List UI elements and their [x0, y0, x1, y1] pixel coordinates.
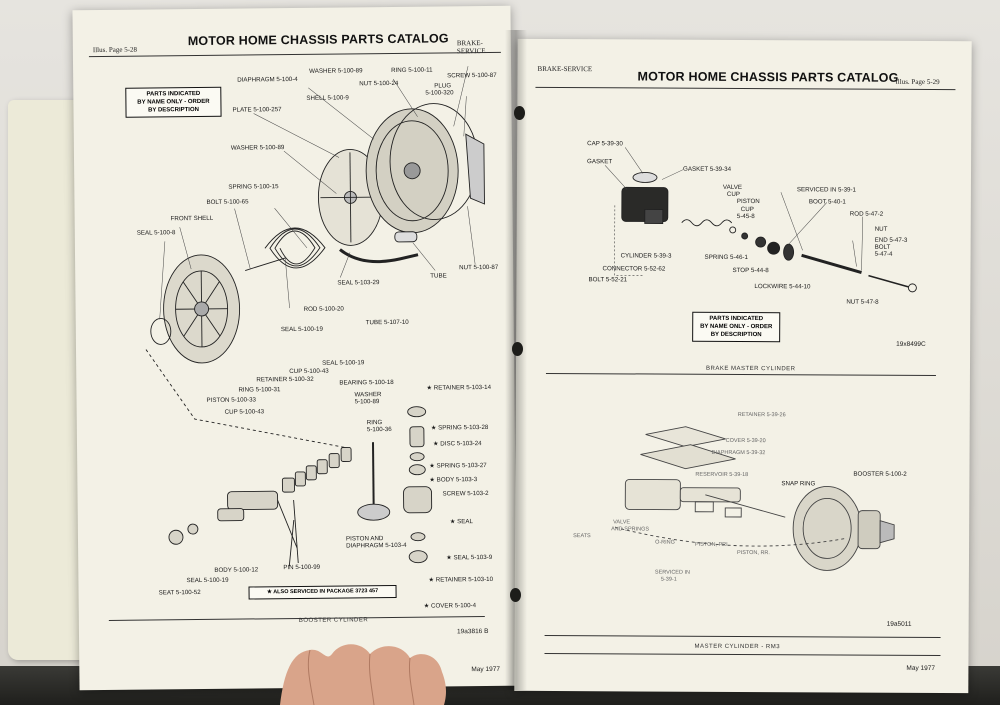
- lbl2-springs: AND SPRINGS: [611, 526, 650, 533]
- right-caption-2: MASTER CYLINDER - RM3: [694, 643, 781, 651]
- lbl-retainer-14: ★ RETAINER 5-103-14: [426, 383, 492, 392]
- lbl-bearing: BEARING 5-100-18: [339, 378, 394, 387]
- lbl2-snap-ring: SNAP RING: [781, 480, 816, 488]
- lbl-bolt: BOLT 5-100-65: [206, 198, 249, 206]
- lbl2-valve: VALVE: [613, 519, 631, 526]
- lbl-retainer-32: RETAINER 5-100-32: [256, 375, 314, 384]
- lbl-ring-top: RING 5-100-11: [391, 66, 433, 74]
- lbl-washer-89b-num: 5-100-89: [354, 398, 380, 406]
- lbl-pin: PIN 5-100-99: [283, 563, 321, 572]
- lbl-body-3: ★ BODY 5-103-3: [429, 476, 478, 484]
- lbl-cylinder: CYLINDER 5-39-3: [620, 252, 672, 260]
- lbl-front-shell: FRONT SHELL: [170, 214, 214, 223]
- lbl-seal-103: SEAL 5-103-29: [337, 279, 380, 287]
- lbl2-booster: BOOSTER 5-100-2: [853, 470, 907, 478]
- lbl-seal-star: ★ SEAL: [449, 518, 473, 526]
- also-serviced-note: ★ ALSO SERVICED IN PACKAGE 3723 457: [248, 584, 397, 600]
- master-cylinder-diagram: [604, 147, 917, 571]
- lbl-shell: SHELL 5-100-9: [306, 94, 349, 102]
- right-figure-no-1: 19x8499C: [896, 340, 926, 348]
- left-page: Illus. Page 5-28 MOTOR HOME CHASSIS PART…: [72, 5, 518, 691]
- lbl-cup-43b: CUP 5-100-43: [224, 408, 265, 416]
- lbl2-cover: COVER 5-39-20: [725, 437, 766, 445]
- lbl-retainer-10: ★ RETAINER 5-103-10: [428, 575, 494, 584]
- lbl-washer-mid: WASHER 5-100-89: [230, 144, 285, 152]
- right-page: BRAKE-SERVICE MOTOR HOME CHASSIS PARTS C…: [514, 38, 972, 694]
- booster-exploded-diagram: [145, 66, 485, 567]
- lbl-piston-diaphragm2: DIAPHRAGM 5-103-4: [346, 541, 407, 550]
- lbl-rod: ROD 5-47-2: [849, 210, 884, 218]
- lbl-ring-31: RING 5-100-31: [238, 386, 281, 394]
- lbl-gasket-34: GASKET 5-39-34: [683, 165, 732, 173]
- lbl2-reservoir: RESERVOIR 5-39-18: [695, 471, 749, 479]
- binder-hole-middle: [512, 342, 523, 356]
- lbl-tube: TUBE: [430, 272, 447, 280]
- lbl-connector: CONNECTOR 5-52-62: [602, 265, 666, 273]
- lbl-seal-left: SEAL 5-100-8: [136, 229, 176, 237]
- lbl-plug-num: 5-100-320: [425, 89, 454, 97]
- lbl-plate: PLATE 5-100-257: [232, 106, 282, 114]
- lbl-seal-19b: SEAL 5-100-19: [322, 359, 365, 367]
- lbl-bolt-num: 5-47-4: [874, 250, 893, 258]
- lbl-gasket: GASKET: [587, 158, 613, 166]
- binder-hole-bottom: [510, 588, 521, 602]
- lbl-body-12: BODY 5-100-12: [214, 566, 259, 574]
- left-figure-no: 19a3816 B: [456, 627, 489, 636]
- lbl-stop: STOP 5-44-8: [732, 266, 769, 275]
- lbl-bolt-52: BOLT 5-52-21: [588, 276, 628, 284]
- left-date: May 1977: [471, 665, 500, 674]
- right-date: May 1977: [906, 664, 935, 673]
- lbl2-oring: O-RING: [655, 539, 675, 546]
- lbl-nut-87: NUT 5-100-87: [459, 263, 499, 272]
- lbl-washer-top: WASHER 5-100-89: [309, 67, 363, 75]
- lbl2-seats: SEATS: [573, 533, 591, 540]
- lbl-ring-36-num: 5-100-36: [366, 425, 392, 434]
- lbl-nut-top: NUT 5-100-24: [359, 79, 399, 88]
- lbl-cup: CUP: [726, 190, 740, 198]
- lbl-spring: SPRING 5-46-1: [704, 253, 748, 262]
- lbl-nut-8: NUT 5-47-8: [846, 298, 879, 306]
- binder-hole-top: [514, 106, 525, 120]
- book-gutter: [505, 30, 527, 690]
- lbl-spring: SPRING 5-100-15: [228, 183, 279, 191]
- lbl-screw-top: SCREW 5-100-87: [447, 71, 497, 80]
- lbl-cup-8: CUP: [740, 205, 754, 214]
- lbl-tube-107: TUBE 5-107-10: [365, 318, 409, 327]
- lbl-cover: ★ COVER 5-100-4: [423, 602, 477, 610]
- lbl-spring-27: ★ SPRING 5-103-27: [429, 461, 487, 470]
- lbl-screw-2: SCREW 5-103-2: [442, 489, 489, 498]
- lbl-piston: PISTON: [736, 197, 760, 206]
- lbl-lockwire: LOCKWIRE 5-44-10: [754, 283, 811, 291]
- lbl2-piston-pri: PISTON, PRI.: [695, 541, 730, 548]
- lbl-boot: BOOT 5-40-1: [808, 198, 846, 206]
- lbl-disc: ★ DISC 5-103-24: [432, 440, 482, 448]
- lbl-cup-8-num: 5-45-8: [736, 212, 755, 221]
- lbl-cup-43: CUP 5-100-43: [289, 367, 329, 376]
- lbl-seal-19c: SEAL 5-100-19: [186, 576, 229, 585]
- lbl2-retainer: RETAINER 5-39-26: [737, 411, 786, 419]
- lbl-seat: SEAT 5-100-52: [158, 589, 201, 597]
- lbl2-serviced-in-num: 5-39-1: [660, 576, 677, 583]
- left-caption: BOOSTER CYLINDER: [298, 617, 369, 624]
- lbl2-piston-rr: PISTON, RR.: [737, 549, 770, 557]
- lbl-seal-9: ★ SEAL 5-103-9: [446, 553, 493, 562]
- lbl-nut: NUT: [874, 225, 888, 233]
- lbl-piston: PISTON 5-100-33: [206, 396, 256, 404]
- lbl-serviced-in: SERVICED IN 5-39-1: [796, 186, 856, 194]
- lbl-seal-19: SEAL 5-100-19: [280, 325, 323, 334]
- lbl2-diaphragm: DIAPHRAGM 5-39-32: [711, 449, 766, 457]
- lbl-rod: ROD 5-100-20: [303, 305, 344, 313]
- hand-image: [280, 644, 446, 705]
- right-caption-1: BRAKE MASTER CYLINDER: [705, 365, 796, 373]
- lbl-diaphragm: DIAPHRAGM 5-100-4: [237, 75, 298, 84]
- lbl-cap: CAP 5-39-30: [587, 140, 623, 148]
- lbl-valve: VALVE: [722, 183, 742, 191]
- lbl-spring-28: ★ SPRING 5-103-28: [430, 423, 489, 432]
- right-figure-no-2: 19a5011: [886, 620, 912, 628]
- lbl2-serviced-in: SERVICED IN: [654, 569, 690, 576]
